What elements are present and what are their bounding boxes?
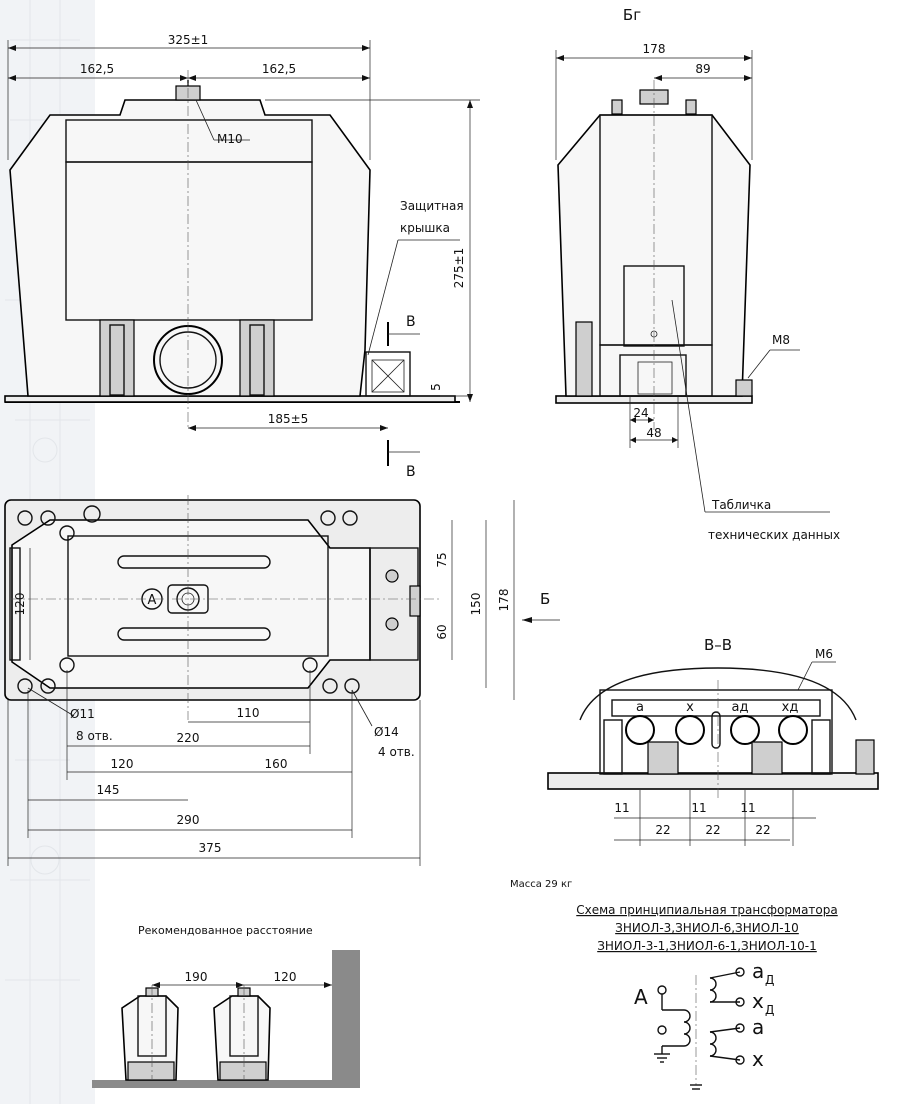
hole14-count: 4 отв.: [378, 745, 415, 759]
dim-top-110: 110: [237, 706, 260, 720]
dim-side-total: 178: [643, 42, 666, 56]
schema-terminal-A: A: [634, 985, 648, 1009]
dim-sec-11b: 11: [691, 801, 706, 815]
dim-rec-190: 190: [185, 970, 208, 984]
hole11-count: 8 отв.: [76, 729, 113, 743]
recommended-title: Рекомендованное расстояние: [138, 924, 313, 937]
label-m6: M6: [815, 647, 833, 661]
dim-top-178: 178: [497, 589, 511, 612]
dim-top-60: 60: [435, 624, 449, 639]
dim-rec-120: 120: [274, 970, 297, 984]
dim-top-220: 220: [177, 731, 200, 745]
label-view-bg: Бг: [623, 6, 641, 24]
dim-top-375: 375: [199, 841, 222, 855]
dim-front-half-right: 162,5: [262, 62, 296, 76]
label-m10: M10: [217, 132, 243, 146]
schema-ad-main: a: [752, 959, 764, 983]
dim-front-small: 5: [429, 383, 443, 391]
hole14: Ø14: [374, 725, 399, 739]
terminal-ad: ад: [732, 700, 749, 715]
schema-title: Схема принципиальная трансформатора: [576, 903, 837, 917]
section-title: В–В: [704, 636, 732, 654]
label-cover-line1: Защитная: [400, 199, 464, 213]
dim-sec-22c: 22: [755, 823, 770, 837]
dim-side-24: 24: [633, 406, 648, 420]
schema-xd-main: х: [752, 989, 764, 1013]
dim-sec-22b: 22: [705, 823, 720, 837]
dim-top-290: 290: [177, 813, 200, 827]
dim-sec-11a: 11: [614, 801, 629, 815]
schema-ad-sub: Д: [765, 973, 774, 987]
recommended-distance: Рекомендованное расстояние 190 120: [92, 924, 360, 1088]
label-plate-line2: технических данных: [708, 528, 840, 542]
label-plate-line1: Табличка: [711, 498, 771, 512]
section-view: В–В M6 a x ад хд 11 11 11 22 22 22: [547, 636, 879, 846]
label-m8: M8: [772, 333, 790, 347]
dim-front-half-left: 162,5: [80, 62, 114, 76]
label-cover-line2: крышка: [400, 221, 450, 235]
front-view: 325±1 162,5 162,5 M10 Защитная крышка: [4, 33, 480, 480]
dim-front-center: 185±5: [268, 412, 309, 426]
label-section-b-top: В: [406, 314, 416, 330]
dim-top-75: 75: [435, 552, 449, 567]
top-view: A 120 75 60 150 178 Б Ø11 8 отв. Ø14 4: [4, 495, 560, 866]
schema-xd-sub: Д: [765, 1003, 774, 1017]
view-b-arrow: Б: [540, 590, 550, 608]
schematic-diagram: Схема принципиальная трансформатора ЗНИО…: [576, 903, 838, 1090]
dim-front-total: 325±1: [168, 33, 209, 47]
schema-a: a: [752, 1015, 764, 1039]
terminal-xd: хд: [782, 700, 799, 715]
terminal-a-circle: A: [148, 593, 157, 608]
dim-side-half: 89: [695, 62, 710, 76]
schema-line1: ЗНИОЛ-3,ЗНИОЛ-6,ЗНИОЛ-10: [615, 921, 799, 935]
schema-x: х: [752, 1047, 764, 1071]
dim-sec-22a: 22: [655, 823, 670, 837]
dim-top-120b: 120: [111, 757, 134, 771]
dim-front-height: 275±1: [452, 248, 466, 289]
dim-top-120: 120: [13, 593, 27, 616]
label-section-b-bottom: В: [406, 464, 416, 480]
dim-sec-11c: 11: [740, 801, 755, 815]
dim-side-48: 48: [646, 426, 661, 440]
side-view: Бг 178 89 M8 24 48 Таблич: [555, 6, 840, 542]
terminal-x: x: [686, 700, 694, 715]
dim-top-160: 160: [265, 757, 288, 771]
dim-top-150: 150: [469, 593, 483, 616]
dim-top-145: 145: [97, 783, 120, 797]
mass-label: Масса 29 кг: [510, 879, 572, 890]
hole11: Ø11: [70, 707, 95, 721]
terminal-a: a: [636, 700, 644, 715]
schema-line2: ЗНИОЛ-3-1,ЗНИОЛ-6-1,ЗНИОЛ-10-1: [597, 939, 817, 953]
